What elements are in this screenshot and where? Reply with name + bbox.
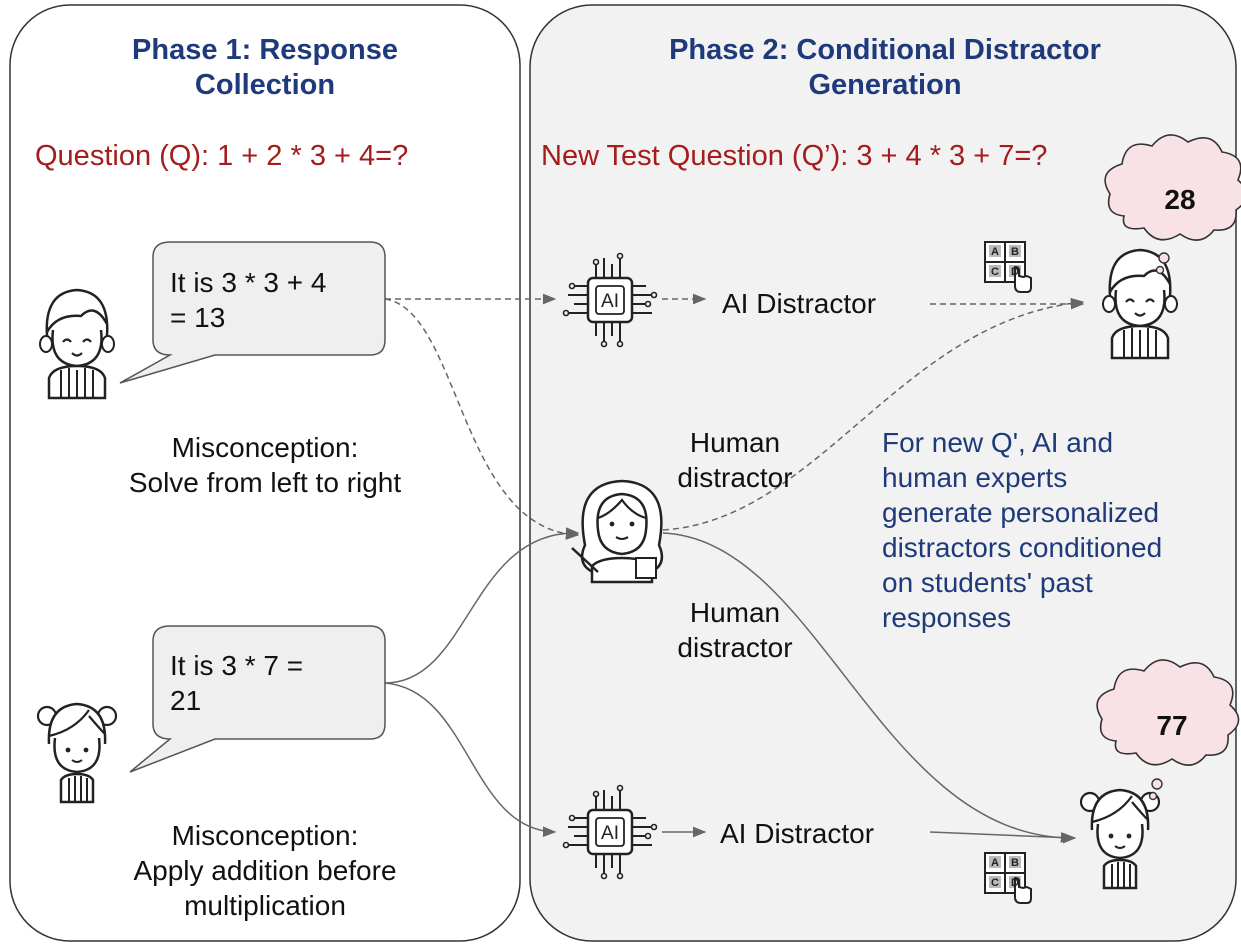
student1-misconception-line2: Solve from left to right [128,467,402,498]
ai-distractor-bottom-label: AI Distractor [720,818,875,849]
human-distractor-top-line2: distractor [677,462,793,493]
ai-chip-label: AI [601,291,619,312]
teacher-icon [571,479,664,584]
phase2-question: New Test Question (Q’): 3 + 4 * 3 + 7=? [541,140,1048,172]
phase2-note: For new Q', AI and human experts generat… [882,425,1222,635]
phase1-title-line2: Collection [194,69,336,101]
phase1-question: Question (Q): 1 + 2 * 3 + 4=? [35,140,409,172]
human-distractor-top-line1: Human [689,427,781,458]
student2-misconception-line3: multiplication [184,890,346,921]
student1-bubble-line2: = 13 [170,302,226,333]
thought-cloud-icon [1104,134,1241,275]
student1-bubble-line1: It is 3 * 3 + 4 [170,267,327,298]
phase2-title-line1: Phase 2: Conditional Distractor [669,34,1101,66]
student2-misconception: Misconception: Apply addition before mul… [60,818,470,923]
note-line: distractors conditioned [882,532,1163,563]
note-line: generate personalized [882,497,1160,528]
phase2-title-line2: Generation [808,69,962,101]
phase1-title-line1: Phase 1: Response [132,34,398,66]
phase2-panel [529,4,1237,942]
thought-cloud-icon [1096,659,1240,801]
human-distractor-bottom-label: Human distractor [665,595,805,665]
phase1-panel [9,4,521,942]
mcq-option-letter: A [991,857,999,869]
student1-answer: 28 [1164,184,1196,215]
human-distractor-bottom-line1: Human [689,597,781,628]
student2-bubble-line1: It is 3 * 7 = [170,650,304,681]
student2-misconception-line2: Apply addition before [133,855,397,886]
mcq-option-letter: D [1011,266,1019,278]
student2-bubble-line2: 21 [170,685,202,716]
mcq-option-letter: C [991,877,999,889]
ai-distractor-top-label: AI Distractor [722,288,877,319]
human-distractor-bottom-line2: distractor [677,632,793,663]
note-line: responses [882,602,1012,633]
note-line: human experts [882,462,1068,493]
mcq-option-letter: D [1011,877,1019,889]
connector-lines [384,293,1085,844]
student2-misconception-line1: Misconception: [171,820,359,851]
note-line: on students' past [882,567,1093,598]
mcq-option-letter: B [1011,246,1019,258]
phase2-title: Phase 2: Conditional Distractor Generati… [580,33,1190,103]
student1-bubble-text: It is 3 * 3 + 4 = 13 [170,265,380,335]
mcq-option-letter: C [991,266,999,278]
boy-student-icon [38,288,116,400]
boy-student-icon [1101,248,1179,360]
student1-misconception: Misconception: Solve from left to right [60,430,470,500]
speech-bubble-student2 [129,625,386,773]
note-line: For new Q', AI and [882,427,1114,458]
ai-chip-label: AI [601,823,619,844]
human-distractor-top-label: Human distractor [665,425,805,495]
phase1-title: Phase 1: Response Collection [60,33,470,103]
mcq-option-letter: B [1011,857,1019,869]
speech-bubble-student1 [119,241,386,384]
student1-misconception-line1: Misconception: [171,432,359,463]
mcq-option-letter: A [991,246,999,258]
student2-bubble-text: It is 3 * 7 = 21 [170,648,380,718]
student2-answer: 77 [1156,710,1188,741]
